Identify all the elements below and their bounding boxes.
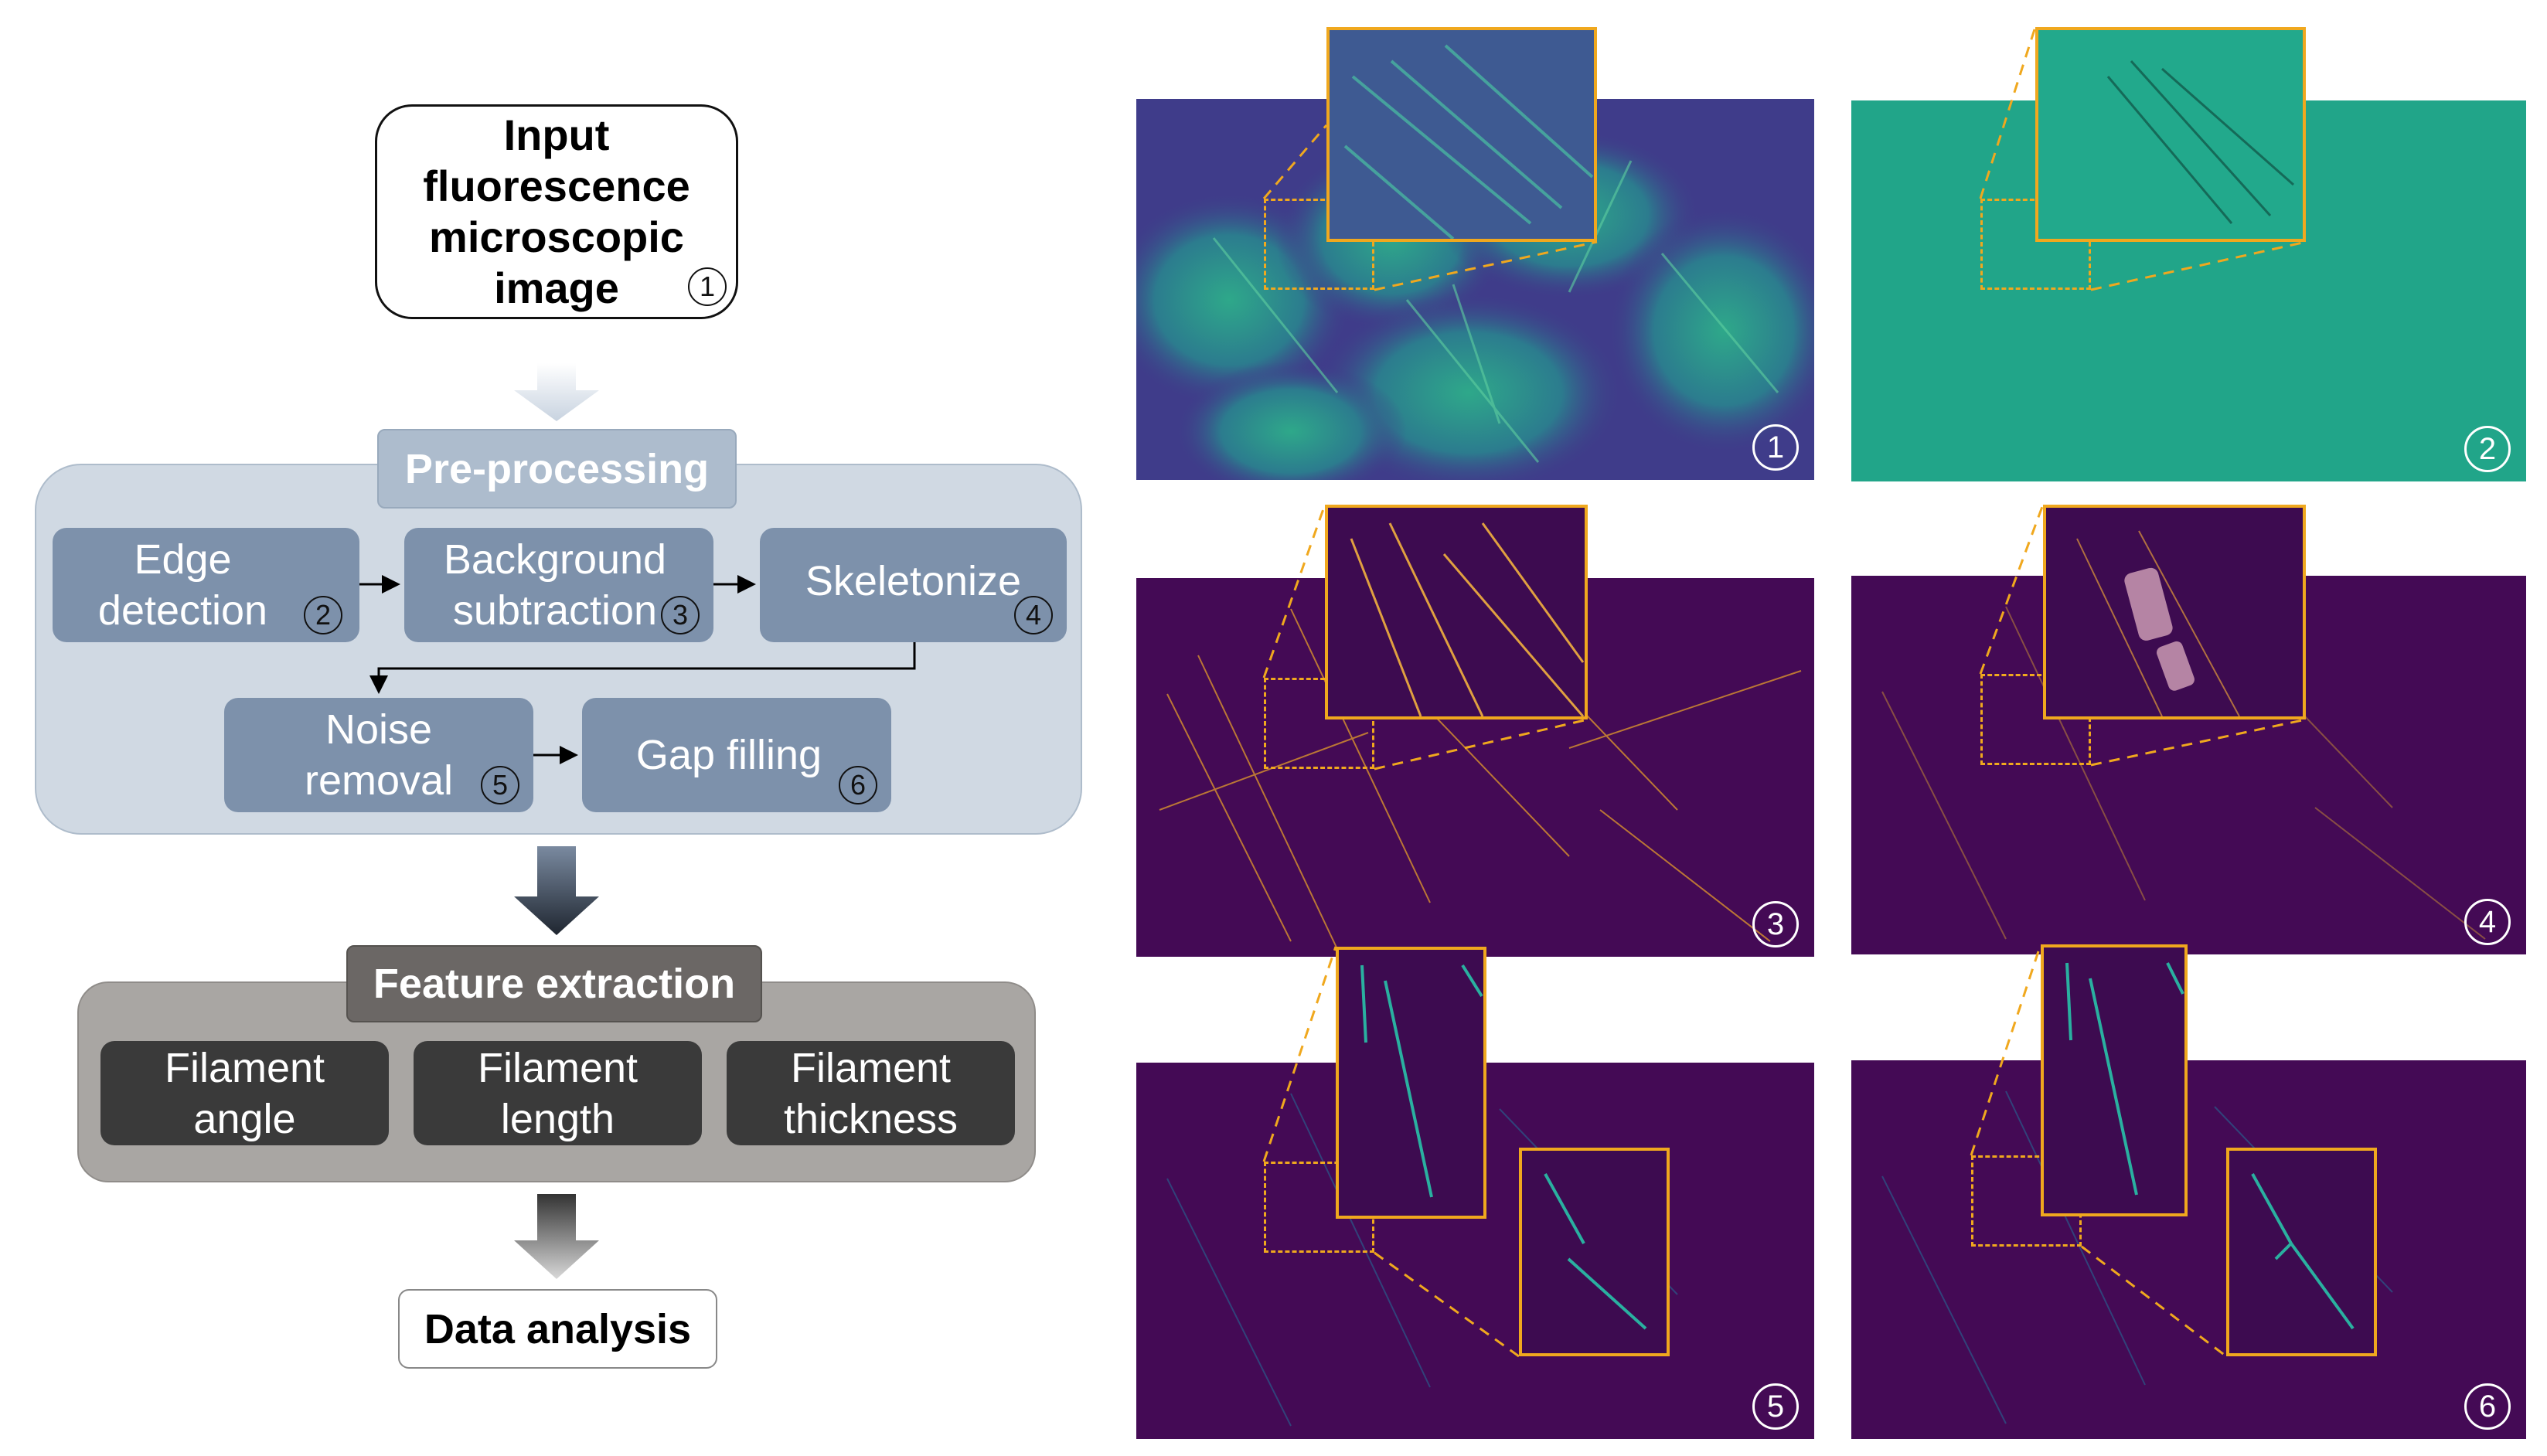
panel-5-zoom-a xyxy=(1336,947,1486,1219)
flow-arrows xyxy=(514,363,599,1279)
panel-6-gap-filling: 6 xyxy=(1851,1060,2526,1439)
step-number-5: 5 xyxy=(481,766,519,805)
panel-6-number: 6 xyxy=(2464,1383,2511,1430)
panel-6-zoom-b xyxy=(2226,1148,2377,1356)
step-noise-removal: Noise removal 5 xyxy=(224,698,533,812)
panel-6-zoom-a xyxy=(2041,944,2188,1216)
panel-4-selection xyxy=(1980,674,2091,765)
step-noise-removal-label: Noise removal xyxy=(304,706,454,804)
panel-2-zoom xyxy=(2035,27,2306,242)
feature-filament-angle-label: Filament angle xyxy=(164,1044,325,1142)
panel-4-zoom xyxy=(2043,505,2306,719)
feature-extraction-title: Feature extraction xyxy=(346,945,762,1022)
step-edge-detection: Edge detection 2 xyxy=(53,528,359,642)
panel-4-number: 4 xyxy=(2464,899,2511,945)
panel-1-number: 1 xyxy=(1752,424,1799,471)
arrow-features-to-analysis xyxy=(514,1194,599,1279)
panel-3-selection xyxy=(1264,678,1374,769)
step-connectors xyxy=(359,575,916,764)
panel-1-zoom xyxy=(1326,27,1597,242)
arrow-preprocessing-to-features xyxy=(514,846,599,935)
connector-4-5 xyxy=(369,642,916,694)
step-number-1: 1 xyxy=(688,267,727,306)
feature-filament-angle: Filament angle xyxy=(100,1041,389,1145)
panel-2-number: 2 xyxy=(2464,426,2511,472)
feature-filament-length: Filament length xyxy=(414,1041,702,1145)
preprocessing-title: Pre-processing xyxy=(377,429,737,509)
input-image-box: Input fluorescence microscopic image 1 xyxy=(375,104,738,319)
step-background-subtraction-label: Background subtraction xyxy=(443,536,667,634)
step-edge-detection-label: Edge detection xyxy=(97,536,268,634)
feature-filament-length-label: Filament length xyxy=(477,1044,638,1142)
step-number-2: 2 xyxy=(304,596,342,634)
panel-5-zoom-b xyxy=(1519,1148,1670,1356)
arrow-input-to-preprocessing xyxy=(514,363,599,421)
step-gap-filling-label: Gap filling xyxy=(635,732,822,778)
step-number-3: 3 xyxy=(661,596,700,634)
data-analysis-box: Data analysis xyxy=(398,1289,717,1369)
feature-filament-thickness: Filament thickness xyxy=(727,1041,1015,1145)
panel-1-selection xyxy=(1264,199,1374,290)
panel-3-zoom xyxy=(1325,505,1588,719)
step-skeletonize-label: Skeletonize xyxy=(805,558,1022,604)
preprocessing-group xyxy=(35,464,1082,835)
step-background-subtraction: Background subtraction 3 xyxy=(404,528,713,642)
step-skeletonize: Skeletonize 4 xyxy=(760,528,1067,642)
step-gap-filling: Gap filling 6 xyxy=(582,698,891,812)
panel-3-number: 3 xyxy=(1752,901,1799,947)
panel-5-number: 5 xyxy=(1752,1383,1799,1430)
step-number-4: 4 xyxy=(1014,596,1053,634)
step-number-6: 6 xyxy=(839,766,877,805)
input-image-label: Input fluorescence microscopic image xyxy=(423,111,690,312)
feature-filament-thickness-label: Filament thickness xyxy=(783,1044,959,1142)
